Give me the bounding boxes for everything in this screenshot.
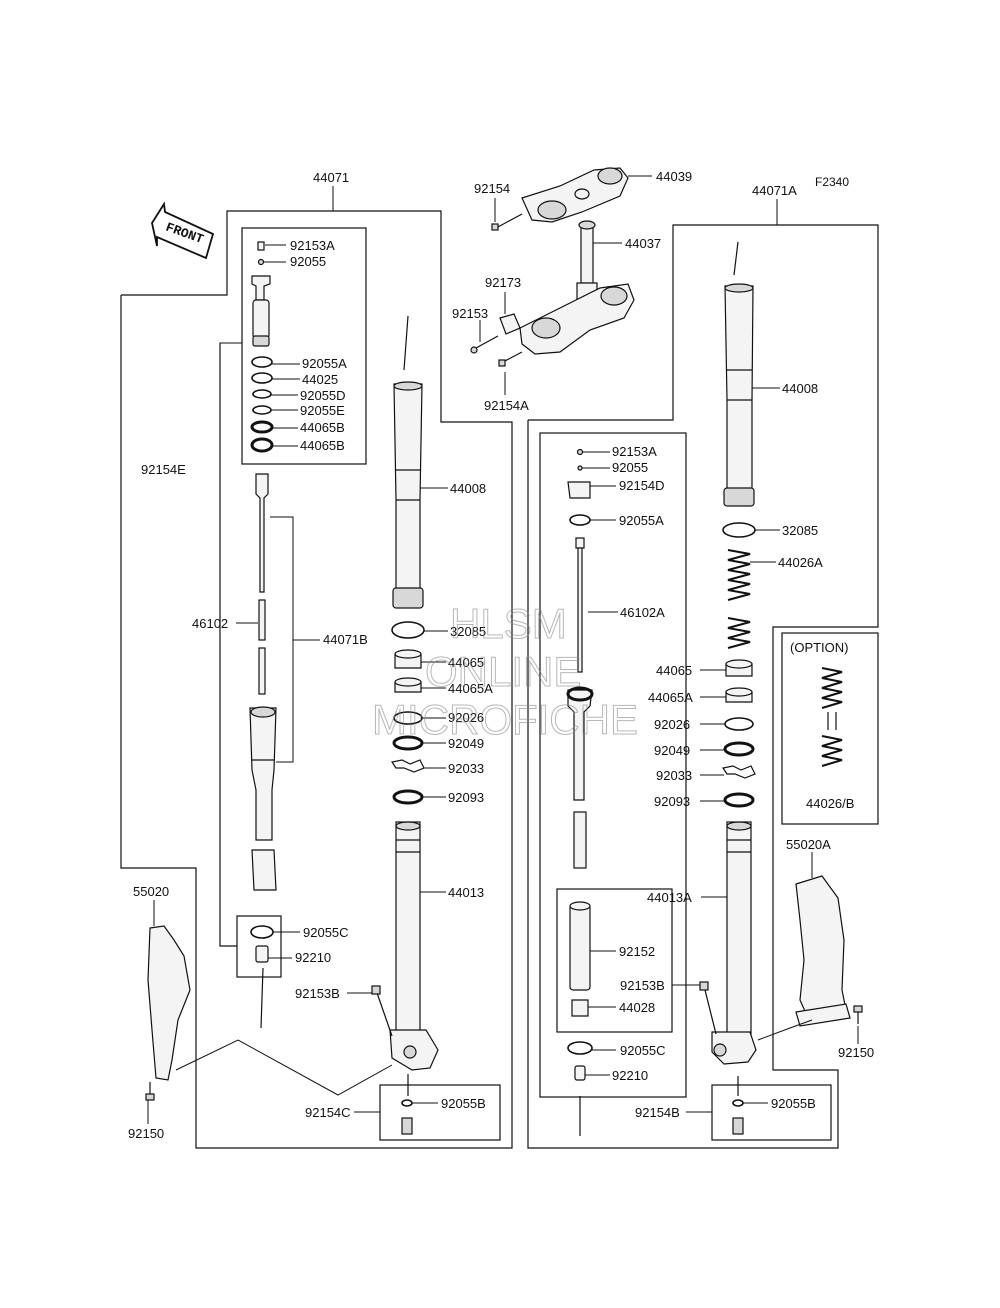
label-44065A-left: 44065A — [448, 681, 493, 696]
label-92055A-left: 92055A — [302, 356, 347, 371]
label-44028: 44028 — [619, 1000, 655, 1015]
label-44026B: 44026/B — [806, 796, 854, 811]
lower-triple-clamp — [519, 283, 635, 355]
label-44065-left: 44065 — [448, 655, 484, 670]
left-fork-guard — [145, 925, 393, 1101]
label-44037: 44037 — [625, 236, 661, 251]
label-92210-right: 92210 — [612, 1068, 648, 1083]
label-92154D: 92154D — [619, 478, 665, 493]
label-92150-right: 92150 — [838, 1045, 874, 1060]
label-46102A: 46102A — [620, 605, 665, 620]
figure-code: F2340 — [815, 175, 849, 189]
label-92093-right: 92093 — [654, 794, 690, 809]
label-44039: 44039 — [656, 169, 692, 184]
label-44065-right: 44065 — [656, 663, 692, 678]
label-92049-left: 92049 — [448, 736, 484, 751]
stem-bolts — [470, 213, 523, 367]
label-92033-right: 92033 — [656, 768, 692, 783]
right-fork-rings — [722, 659, 756, 808]
leader-lines — [147, 175, 859, 1124]
label-92055A-right: 92055A — [619, 513, 664, 528]
label-92055C-right: 92055C — [620, 1043, 666, 1058]
label-44008-right: 44008 — [782, 381, 818, 396]
label-32085-right: 32085 — [782, 523, 818, 538]
watermark: HLSM ONLINE MICROFICHE — [372, 600, 639, 744]
label-92153-top: 92153 — [452, 306, 488, 321]
label-92055E: 92055E — [300, 403, 345, 418]
right-axle-bottom-parts — [732, 1076, 744, 1135]
label-92154A: 92154A — [484, 398, 529, 413]
label-55020: 55020 — [133, 884, 169, 899]
right-damper-cartridge — [566, 448, 594, 1136]
label-44013A: 44013A — [647, 890, 692, 905]
label-92150-left: 92150 — [128, 1126, 164, 1141]
label-92153B-left: 92153B — [295, 986, 340, 1001]
watermark-line-3: MICROFICHE — [372, 696, 638, 743]
watermark-line-1: HLSM — [450, 600, 567, 647]
right-fork-spring — [722, 522, 756, 649]
option-spring — [821, 667, 843, 767]
label-44013: 44013 — [448, 885, 484, 900]
label-92033-left: 92033 — [448, 761, 484, 776]
label-92154C: 92154C — [305, 1105, 351, 1120]
label-46102: 46102 — [192, 616, 228, 631]
label-92055-right: 92055 — [612, 460, 648, 475]
label-44065A-right: 44065A — [648, 690, 693, 705]
label-92026-left: 92026 — [448, 710, 484, 725]
label-92093-left: 92093 — [448, 790, 484, 805]
label-44008-left: 44008 — [450, 481, 486, 496]
label-44071: 44071 — [313, 170, 349, 185]
label-92055D: 92055D — [300, 388, 346, 403]
part-labels: F2340 44071 44071A 44039 44037 92154 921… — [128, 169, 874, 1141]
option-title: (OPTION) — [790, 640, 849, 655]
label-92210-left: 92210 — [295, 950, 331, 965]
right-fork-guard — [757, 875, 863, 1041]
left-fork-rings — [391, 621, 425, 805]
label-92152: 92152 — [619, 944, 655, 959]
right-fork-inner-tube — [699, 821, 757, 1065]
label-44071B: 44071B — [323, 632, 368, 647]
label-55020A: 55020A — [786, 837, 831, 852]
front-arrow: FRONT — [151, 201, 215, 260]
left-fork-outer-tube — [392, 315, 424, 609]
label-32085-left: 32085 — [450, 624, 486, 639]
label-92154B: 92154B — [635, 1105, 680, 1120]
left-fork-inner-tube — [371, 821, 439, 1071]
label-92049-right: 92049 — [654, 743, 690, 758]
watermark-line-2: ONLINE — [425, 648, 581, 695]
label-44065B-2: 44065B — [300, 438, 345, 453]
label-44065B-1: 44065B — [300, 420, 345, 435]
label-92173: 92173 — [485, 275, 521, 290]
label-92154E: 92154E — [141, 462, 186, 477]
label-92153B-right: 92153B — [620, 978, 665, 993]
label-92154-top: 92154 — [474, 181, 510, 196]
label-92055B-left: 92055B — [441, 1096, 486, 1111]
left-damper-cartridge — [249, 241, 277, 1029]
label-92055C-left: 92055C — [303, 925, 349, 940]
label-92026-right: 92026 — [654, 717, 690, 732]
right-fork-outer-tube — [723, 241, 755, 507]
left-axle-bottom-parts — [401, 1074, 413, 1135]
label-92055B-right: 92055B — [771, 1096, 816, 1111]
label-92055-left: 92055 — [290, 254, 326, 269]
label-44025: 44025 — [302, 372, 338, 387]
label-92153A-right: 92153A — [612, 444, 657, 459]
label-44071A: 44071A — [752, 183, 797, 198]
label-92153A-left: 92153A — [290, 238, 335, 253]
assembly-frames — [120, 210, 879, 1149]
label-44026A: 44026A — [778, 555, 823, 570]
upper-triple-clamp — [521, 167, 629, 223]
